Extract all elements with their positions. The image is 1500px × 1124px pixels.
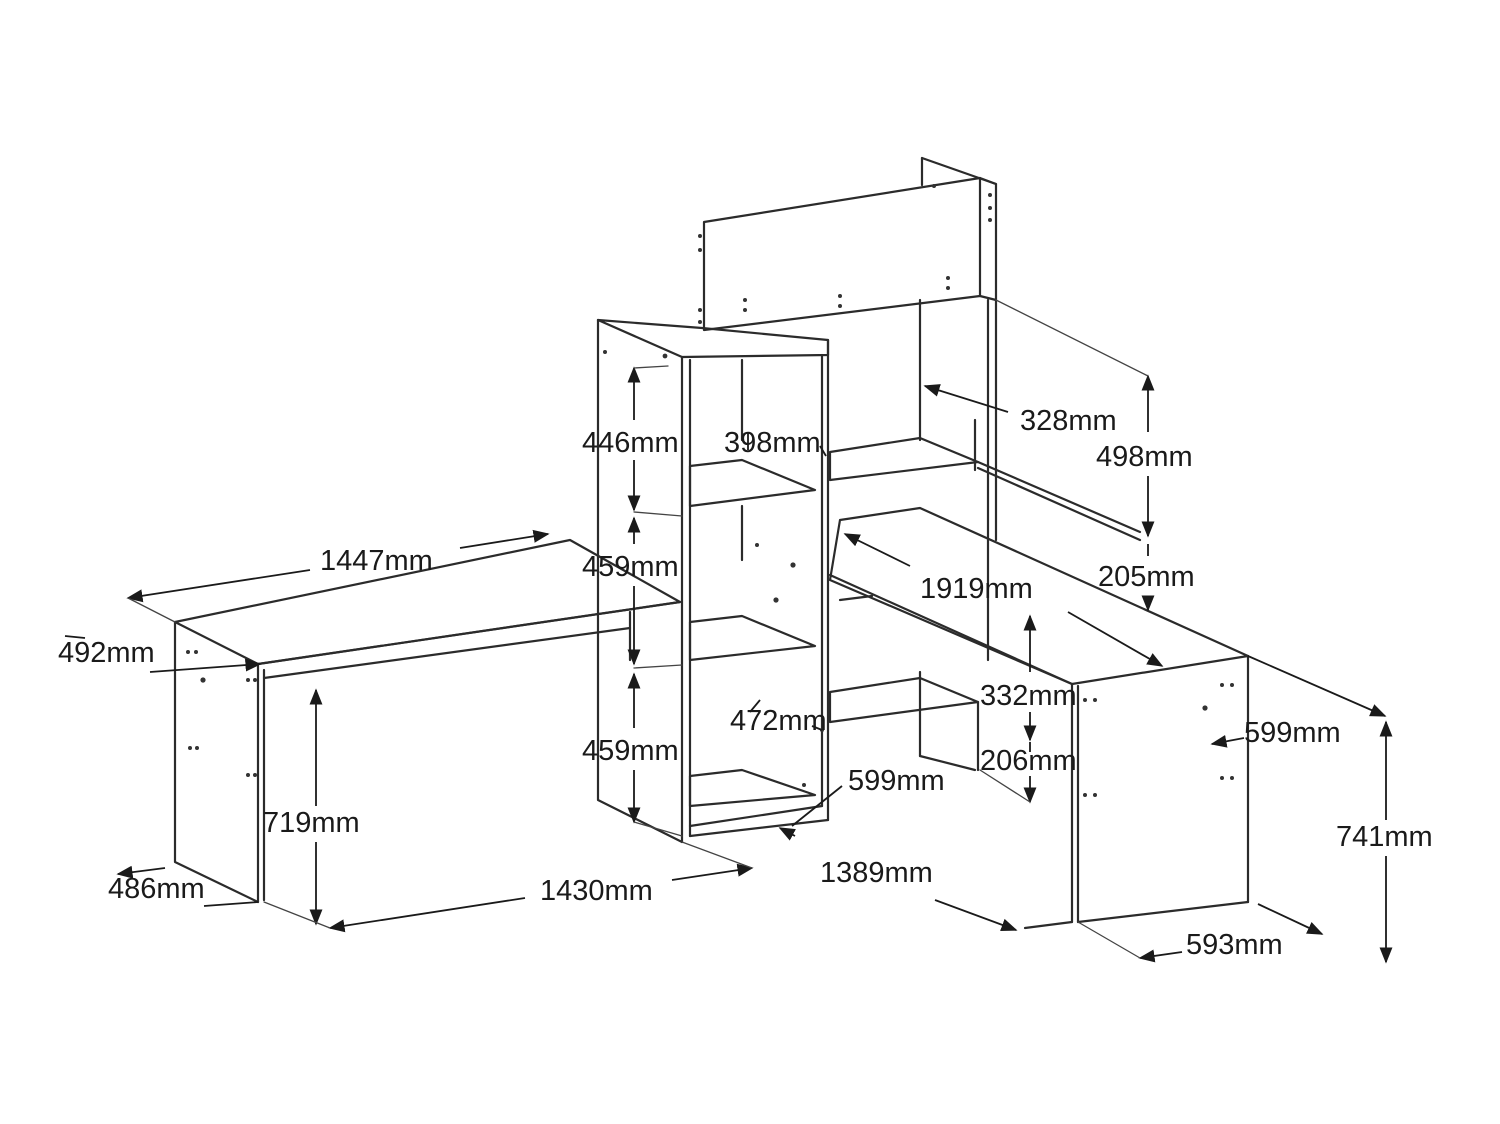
tower-top xyxy=(596,318,830,359)
label-459mm-upper: 459mm xyxy=(582,551,679,583)
label-1389mm: 1389mm xyxy=(820,857,933,889)
label-328mm: 328mm xyxy=(1020,405,1117,437)
label-719mm: 719mm xyxy=(263,807,360,839)
dimension-labels: 328mm 498mm 446mm 398mm 1447mm 459mm 191… xyxy=(58,405,1433,961)
label-459mm-lower: 459mm xyxy=(582,735,679,767)
label-498mm: 498mm xyxy=(1096,441,1193,473)
right-desk xyxy=(828,506,1250,930)
label-446mm: 446mm xyxy=(582,427,679,459)
label-206mm: 206mm xyxy=(980,745,1077,777)
label-1919mm: 1919mm xyxy=(920,573,1033,605)
label-1447mm: 1447mm xyxy=(320,545,433,577)
label-599mm-tower: 599mm xyxy=(848,765,945,797)
label-593mm: 593mm xyxy=(1186,929,1283,961)
label-486mm: 486mm xyxy=(108,873,205,905)
label-398mm: 398mm xyxy=(724,427,821,459)
label-1430mm: 1430mm xyxy=(540,875,653,907)
label-332mm: 332mm xyxy=(980,680,1077,712)
back-hutch xyxy=(698,156,1142,772)
shelf-tower xyxy=(596,318,830,844)
label-599mm-desk: 599mm xyxy=(1244,717,1341,749)
label-741mm: 741mm xyxy=(1336,821,1433,853)
hutch-back-panel xyxy=(702,176,982,332)
left-desk xyxy=(173,538,682,904)
label-472mm: 472mm xyxy=(730,705,827,737)
left-desk-side-panel xyxy=(173,620,260,904)
label-205mm: 205mm xyxy=(1098,561,1195,593)
right-desk-top xyxy=(828,506,1250,686)
dimension-lines xyxy=(64,299,1393,964)
label-492mm: 492mm xyxy=(58,637,155,669)
